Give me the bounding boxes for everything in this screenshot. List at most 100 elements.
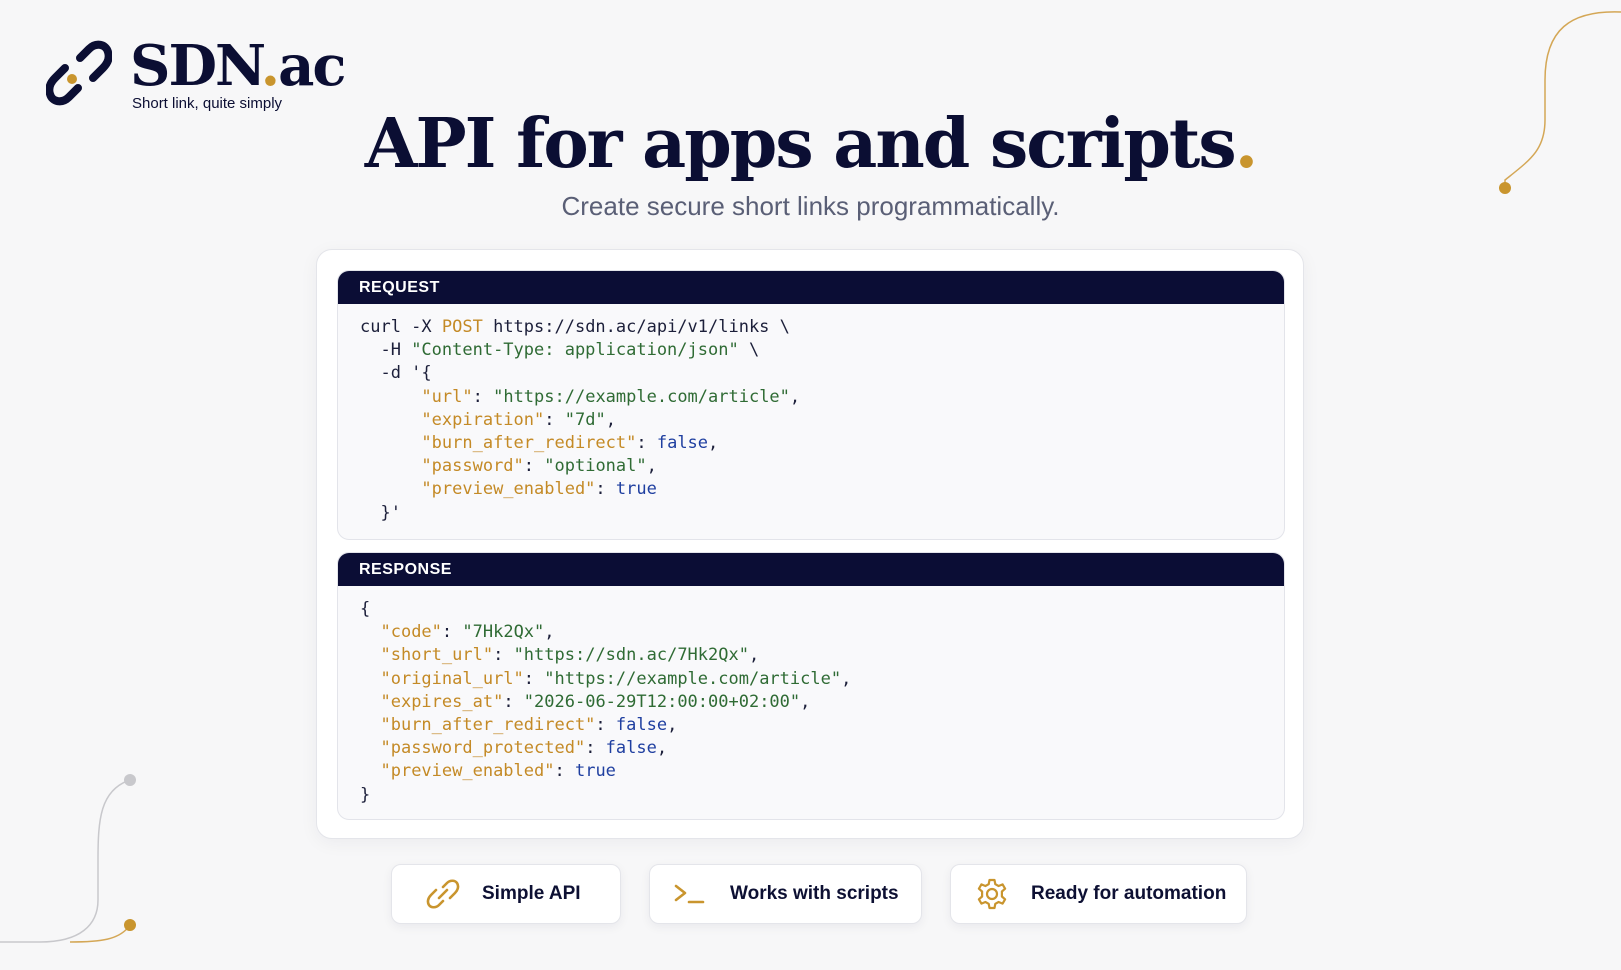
code-token: {	[360, 599, 371, 619]
code-line: -d '{	[360, 362, 1284, 385]
brand-dot: .	[260, 33, 280, 99]
code-token: "https://example.com/article"	[544, 668, 842, 689]
code-token: :	[493, 645, 514, 666]
code-token	[360, 645, 380, 665]
response-code[interactable]: { "code": "7Hk2Qx", "short_url": "https:…	[338, 586, 1284, 807]
code-token: false	[656, 433, 709, 454]
code-token: \	[738, 340, 760, 361]
response-panel: RESPONSE { "code": "7Hk2Qx", "short_url"…	[337, 552, 1285, 820]
bottom-left-grey-dot	[124, 774, 136, 786]
code-token	[360, 715, 380, 735]
code-line: {	[360, 598, 1284, 621]
feature-simple-api[interactable]: Simple API	[391, 864, 621, 924]
code-token: ,	[656, 738, 668, 759]
code-token: ,	[800, 691, 811, 712]
code-token: ,	[667, 715, 678, 736]
code-token	[360, 387, 421, 407]
chain-link-icon	[46, 40, 112, 106]
code-token	[360, 479, 421, 499]
code-token: false	[615, 715, 668, 736]
brand-main: SDN	[130, 33, 263, 99]
response-header: RESPONSE	[338, 553, 1284, 586]
code-line: }'	[360, 502, 1284, 525]
code-line: "code": "7Hk2Qx",	[360, 621, 1284, 644]
code-token: curl -X	[360, 317, 442, 337]
code-line: "short_url": "https://sdn.ac/7Hk2Qx",	[360, 644, 1284, 667]
request-panel: REQUEST curl -X POST https://sdn.ac/api/…	[337, 270, 1285, 540]
code-token	[360, 433, 421, 453]
code-line: "expiration": "7d",	[360, 409, 1284, 432]
terminal-icon	[674, 884, 705, 904]
brand-ext: ac	[278, 33, 346, 99]
code-token: }'	[360, 502, 401, 523]
code-token: }	[360, 784, 371, 805]
brand-name: SDN.ac	[130, 38, 347, 94]
code-token: :	[595, 715, 616, 736]
page-title-dot: .	[1234, 104, 1259, 184]
code-line: }	[360, 784, 1284, 807]
feature-ready-for-automation[interactable]: Ready for automation	[950, 864, 1247, 924]
code-token: :	[554, 761, 575, 782]
feature-works-with-scripts[interactable]: Works with scripts	[649, 864, 922, 924]
code-line: "burn_after_redirect": false,	[360, 432, 1284, 455]
page-subtitle: Create secure short links programmatical…	[561, 191, 1060, 221]
code-token: ,	[708, 433, 719, 454]
link-icon	[426, 879, 460, 909]
code-token: https://sdn.ac/api/v1/links \	[482, 317, 790, 337]
code-token	[360, 410, 421, 430]
code-token: -d '{	[360, 363, 432, 384]
code-line: "url": "https://example.com/article",	[360, 386, 1284, 409]
code-line: "password_protected": false,	[360, 737, 1284, 760]
code-token: :	[472, 386, 494, 407]
code-line: curl -X POST https://sdn.ac/api/v1/links…	[360, 316, 1284, 339]
code-token	[360, 738, 380, 758]
page-title: API for apps and scripts.	[0, 104, 1621, 184]
code-token: "password"	[421, 456, 524, 477]
feature-label: Ready for automation	[1031, 883, 1227, 904]
code-token	[360, 692, 380, 712]
code-token	[360, 669, 380, 689]
code-token: "2026-06-29T12:00:00+02:00"	[523, 691, 801, 712]
code-line: "original_url": "https://example.com/art…	[360, 668, 1284, 691]
code-token: "password_protected"	[380, 738, 586, 759]
code-token: ,	[789, 386, 801, 407]
code-token: :	[636, 433, 657, 454]
code-token: ,	[544, 622, 555, 643]
code-token: :	[544, 409, 565, 430]
request-code[interactable]: curl -X POST https://sdn.ac/api/v1/links…	[338, 304, 1284, 525]
bottom-left-gold-dot	[124, 919, 136, 931]
code-token: "expires_at"	[380, 691, 504, 712]
code-token: true	[615, 479, 657, 500]
code-token: "original_url"	[380, 668, 524, 689]
code-token: -H	[360, 340, 412, 361]
page-title-text: API for apps and scripts	[364, 104, 1237, 184]
brand-logo[interactable]: SDN.ac Short link, quite simply	[46, 38, 347, 112]
code-token: "optional"	[544, 456, 647, 477]
code-token: :	[585, 738, 606, 759]
code-token: ,	[646, 456, 657, 477]
code-token: "https://example.com/article"	[493, 386, 790, 407]
code-token: false	[605, 738, 657, 759]
code-token: POST	[441, 317, 483, 337]
bottom-left-gold-curve	[69, 924, 131, 943]
code-token: true	[574, 761, 616, 782]
bottom-left-curve	[0, 779, 131, 943]
code-token: :	[503, 691, 524, 712]
code-line: -H "Content-Type: application/json" \	[360, 339, 1284, 362]
code-token	[360, 456, 421, 476]
code-line: "burn_after_redirect": false,	[360, 714, 1284, 737]
code-token	[360, 622, 380, 642]
code-token: "short_url"	[380, 645, 494, 666]
code-token: "preview_enabled"	[421, 479, 596, 500]
gear-icon	[977, 878, 1007, 910]
code-token: "burn_after_redirect"	[380, 715, 596, 736]
code-token: "code"	[380, 622, 442, 643]
code-token: "7d"	[564, 409, 606, 430]
code-token: :	[441, 622, 463, 643]
code-token: ,	[841, 668, 852, 689]
code-token	[360, 761, 380, 781]
code-token: ,	[748, 645, 760, 666]
feature-label: Simple API	[482, 883, 581, 904]
code-token: "7Hk2Qx"	[462, 622, 545, 643]
request-header: REQUEST	[338, 271, 1284, 304]
